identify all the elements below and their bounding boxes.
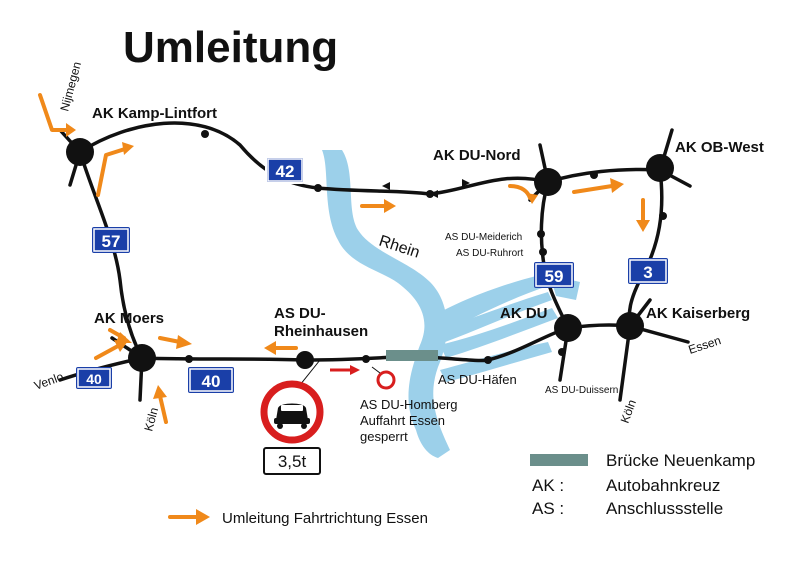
- shield-a42: 42: [265, 156, 305, 184]
- label-essen: Essen: [687, 333, 723, 357]
- legend-ak-text: Autobahnkreuz: [606, 476, 720, 495]
- detour-arrow-icon: [264, 341, 298, 355]
- legend-as-abbr: AS :: [532, 499, 564, 518]
- label-as-homberg-1: AS DU-Homberg: [360, 397, 458, 412]
- label-nijmegen: Nijmegen: [57, 60, 84, 113]
- label-as-homberg-3: gesperrt: [360, 429, 408, 444]
- road-a57: [78, 150, 144, 360]
- label-venlo: Venlo: [32, 369, 65, 393]
- ak-moers-node: [128, 344, 156, 372]
- label-as-meiderich: AS DU-Meiderich: [445, 232, 522, 243]
- ak-kaiserberg-node: [616, 312, 644, 340]
- label-as-rheinhausen-1: AS DU-: [274, 305, 326, 322]
- detour-arrow-icon: [572, 178, 624, 194]
- label-as-ruhrort: AS DU-Ruhrort: [456, 248, 523, 259]
- detour-arrow-icon: [96, 142, 134, 197]
- svg-text:40: 40: [202, 372, 221, 391]
- label-koeln-right: Köln: [618, 398, 639, 425]
- weight-limit-text: 3,5t: [278, 452, 307, 471]
- legend-detour-text: Umleitung Fahrtrichtung Essen: [222, 510, 428, 527]
- label-as-haefen: AS DU-Häfen: [438, 372, 517, 387]
- label-ak-kaiserberg: AK Kaiserberg: [646, 305, 750, 322]
- map-title: Umleitung: [123, 23, 338, 72]
- detour-arrow-icon: [636, 198, 650, 232]
- rhein-river: [322, 150, 580, 458]
- label-as-homberg-2: Auffahrt Essen: [360, 413, 445, 428]
- detour-arrow-icon: [158, 335, 192, 349]
- bridge-neuenkamp: [386, 350, 438, 361]
- label-koeln-left: Köln: [141, 406, 161, 433]
- ak-ob-west-node: [646, 154, 674, 182]
- shield-a3: 3: [628, 258, 668, 284]
- ak-du-node: [554, 314, 582, 342]
- label-as-duissern: AS DU-Duissern: [545, 385, 618, 396]
- junction-dots: [185, 130, 667, 364]
- road-a42-east: [546, 167, 662, 184]
- road-a3: [627, 168, 664, 328]
- svg-text:3: 3: [643, 263, 652, 282]
- svg-text:57: 57: [102, 232, 121, 251]
- as-rheinhausen-node: [296, 351, 314, 369]
- detour-arrows: [38, 93, 650, 525]
- shield-a59: 59: [534, 262, 574, 288]
- detour-arrow-icon: [360, 199, 396, 213]
- closed-ramp-icon: [376, 370, 396, 390]
- detour-arrow-icon: [38, 93, 76, 137]
- svg-text:42: 42: [276, 162, 295, 181]
- shield-a40-main: 40: [188, 367, 234, 393]
- svg-text:40: 40: [86, 371, 102, 387]
- direction-markers: [382, 179, 470, 198]
- legend-as-text: Anschlussstelle: [606, 499, 723, 518]
- legend-arrow-icon: [168, 509, 210, 525]
- legend-ak-abbr: AK :: [532, 476, 564, 495]
- svg-text:59: 59: [545, 267, 564, 286]
- detour-arrow-icon: [508, 184, 538, 204]
- shield-a57: 57: [92, 227, 130, 253]
- label-ak-du: AK DU: [500, 305, 548, 322]
- interchanges: [66, 138, 674, 372]
- legend: Brücke Neuenkamp AK : Autobahnkreuz AS :…: [222, 451, 755, 527]
- no-vehicles-sign: 3,5t: [260, 380, 324, 475]
- place-labels: AK Kamp-Lintfort AK DU-Nord AK OB-West A…: [32, 60, 764, 444]
- legend-bridge-swatch: [530, 454, 588, 466]
- label-ak-ob-west: AK OB-West: [675, 139, 764, 156]
- label-ak-kamp-lintfort: AK Kamp-Lintfort: [92, 105, 217, 122]
- label-ak-du-nord: AK DU-Nord: [433, 147, 521, 164]
- ak-du-nord-node: [534, 168, 562, 196]
- shield-a40-small: 40: [76, 367, 112, 389]
- detour-arrow-icon: [153, 385, 168, 424]
- label-ak-moers: AK Moers: [94, 310, 164, 327]
- detour-arrow-icon: [108, 328, 132, 343]
- legend-bridge-label: Brücke Neuenkamp: [606, 451, 755, 470]
- label-as-rheinhausen-2: Rheinhausen: [274, 323, 368, 340]
- ak-kamp-lintfort-node: [66, 138, 94, 166]
